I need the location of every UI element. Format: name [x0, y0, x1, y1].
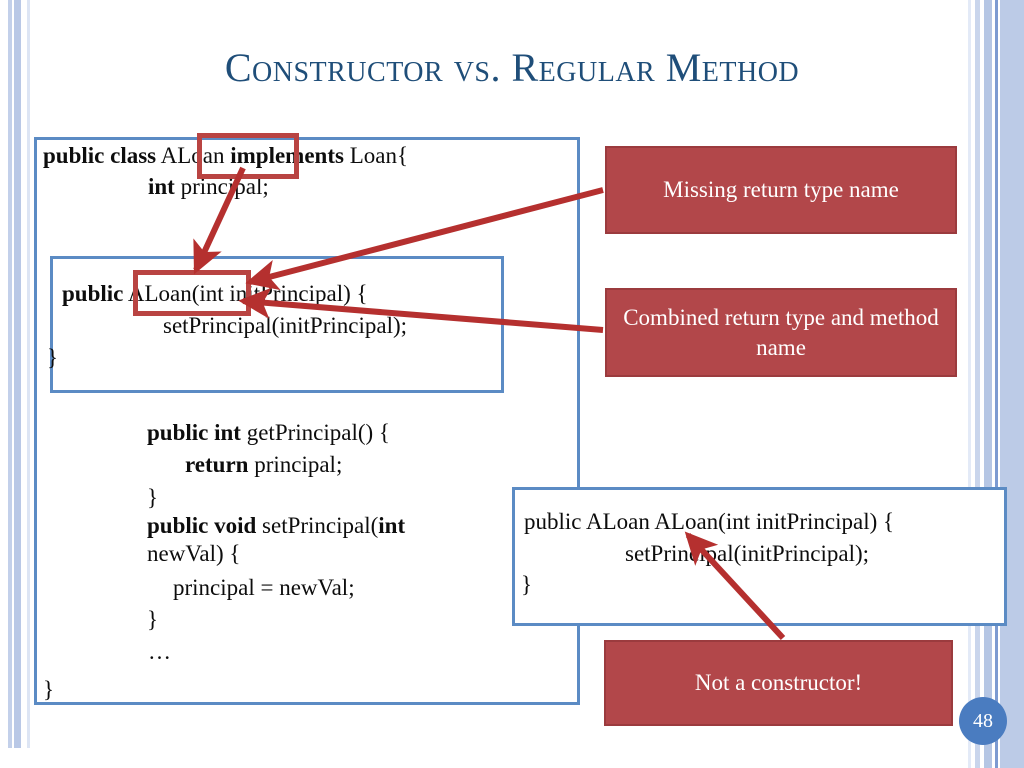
code-line-setter-close: }	[147, 607, 159, 632]
highlight-constructor-name	[133, 270, 251, 316]
code-line-class-close: }	[43, 677, 55, 702]
right-edge-stripe-2	[984, 0, 992, 768]
result-line-signature: public ALoan ALoan(int initPrincipal) {	[524, 509, 895, 534]
result-line-close: }	[521, 572, 533, 597]
right-edge-stripe-4	[1000, 0, 1024, 768]
left-edge-stripe-2	[14, 0, 21, 748]
right-edge-stripe-0	[968, 0, 971, 768]
code-line-class-decl: public class ALoan implements Loan{	[43, 143, 409, 168]
page-number-badge: 48	[959, 697, 1007, 745]
right-edge-stripe-3	[995, 0, 998, 768]
code-line-setter-signature: public void setPrincipal(int	[147, 513, 406, 538]
code-line-ellipsis: …	[148, 639, 171, 664]
left-edge-stripe-1	[8, 0, 12, 748]
highlight-class-name	[197, 133, 299, 179]
left-edge-stripe-3	[27, 0, 30, 748]
code-line-getter-close: }	[147, 485, 159, 510]
result-line-body: setPrincipal(initPrincipal);	[625, 541, 870, 566]
code-line-getter-signature: public int getPrincipal() {	[147, 420, 390, 445]
callout-combined-return-type: Combined return type and method name	[605, 288, 957, 377]
slide-title: Constructor vs. Regular Method	[224, 45, 800, 90]
code-line-ctor-close: }	[47, 345, 59, 370]
code-line-setter-body: principal = newVal;	[173, 575, 355, 600]
right-edge-stripe-1	[975, 0, 980, 768]
callout-not-a-constructor: Not a constructor!	[604, 640, 953, 726]
code-line-getter-return: return principal;	[185, 452, 343, 477]
callout-missing-return-type: Missing return type name	[605, 146, 957, 234]
code-line-setter-param-wrap: newVal) {	[147, 541, 241, 566]
